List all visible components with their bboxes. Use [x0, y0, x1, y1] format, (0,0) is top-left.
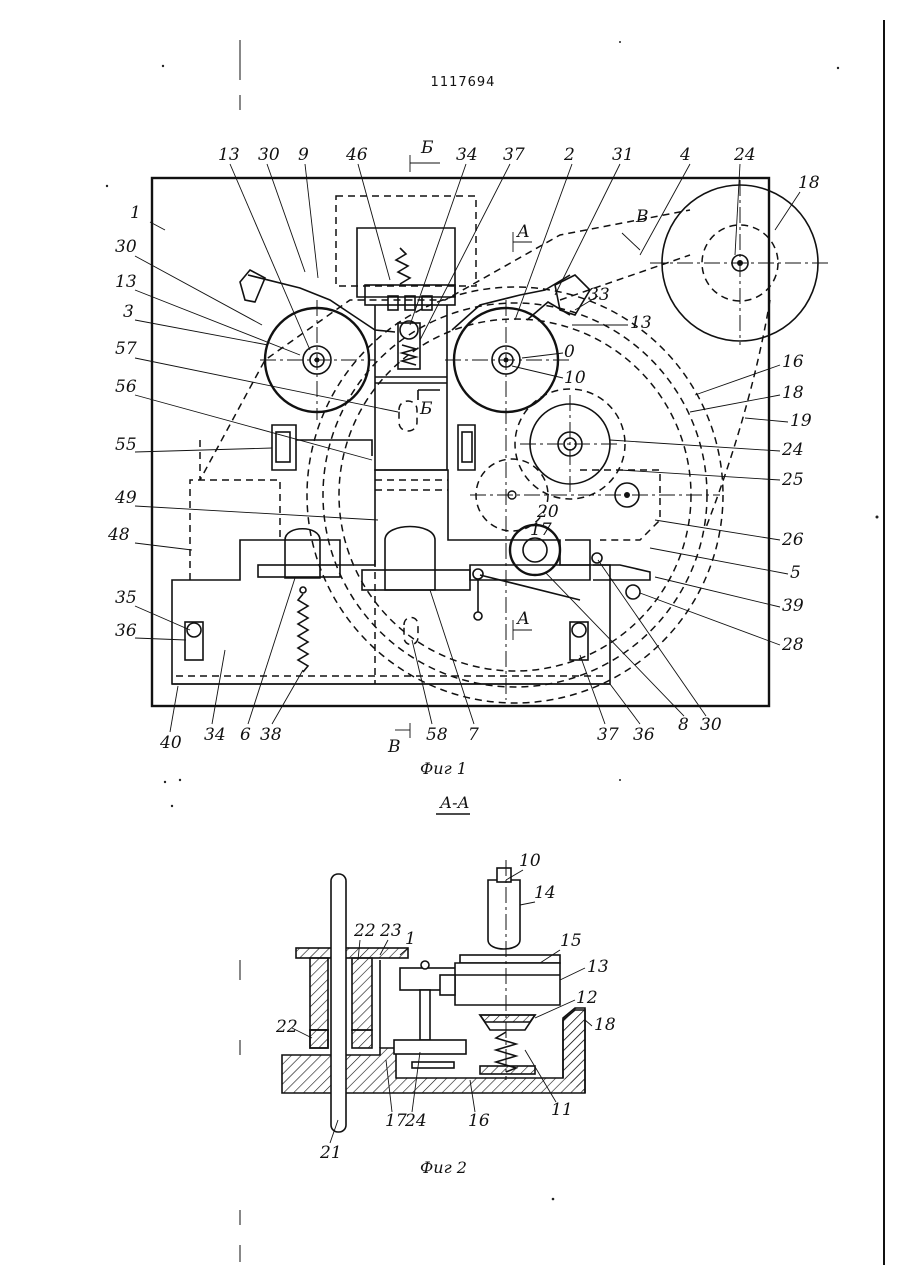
section-mark-a-bottom: А: [516, 609, 530, 629]
callout: 2: [563, 145, 575, 165]
fig1-view: Б: [152, 155, 830, 738]
callout: 13: [630, 313, 652, 333]
callout: 37: [503, 145, 525, 165]
callout: 24: [781, 440, 804, 460]
callout: 35: [115, 588, 137, 608]
callout: 30: [700, 715, 722, 735]
callout: 21: [319, 1143, 342, 1163]
shaft-21: [331, 874, 346, 1132]
callout: 37: [597, 725, 619, 745]
callout: 0: [564, 342, 575, 362]
callout: 14: [534, 883, 556, 903]
callout: 55: [115, 435, 137, 455]
callout: 23: [379, 921, 402, 941]
callout: 10: [519, 851, 541, 871]
callout: 17: [530, 520, 552, 540]
callout: 25: [781, 470, 804, 490]
fig2-section-title: А-А: [439, 793, 470, 812]
callout: 5: [790, 563, 801, 583]
callout: 19: [790, 411, 812, 431]
fig1-leaders: [135, 164, 800, 732]
callout: 9: [298, 145, 309, 165]
callout: 13: [115, 272, 137, 292]
callout: 48: [107, 525, 130, 545]
callout: 40: [159, 733, 182, 753]
callout: 24: [404, 1111, 427, 1131]
section-mark-b-top: Б: [420, 138, 434, 158]
callout: 1: [405, 929, 416, 949]
callout: 18: [782, 383, 804, 403]
callout: 57: [115, 339, 137, 359]
callout: 11: [551, 1100, 573, 1120]
callout: 10: [564, 368, 586, 388]
callout: 4: [679, 145, 691, 165]
callout: 7: [468, 725, 479, 745]
callout: 46: [345, 145, 368, 165]
callout: 34: [204, 725, 226, 745]
callout: 28: [781, 635, 804, 655]
fig2-caption: Фиг 2: [420, 1158, 467, 1177]
callout: 33: [588, 285, 610, 305]
callout: 36: [115, 621, 137, 641]
callout: 15: [560, 931, 582, 951]
callout: 6: [240, 725, 251, 745]
callout: 24: [733, 145, 756, 165]
callout: 22: [275, 1017, 298, 1037]
callout: 39: [782, 596, 804, 616]
callout: 20: [536, 502, 559, 522]
callout: 22: [353, 921, 376, 941]
callout: 18: [594, 1015, 616, 1035]
callout: 16: [782, 352, 804, 372]
callout: 8: [678, 715, 689, 735]
callout: 56: [115, 377, 137, 397]
callout: 58: [426, 725, 448, 745]
callout: 16: [468, 1111, 490, 1131]
callout: 13: [587, 957, 609, 977]
patent-number: 1117694: [431, 75, 496, 90]
base-plate: [152, 178, 769, 706]
callout: 49: [114, 488, 137, 508]
callout: 36: [633, 725, 655, 745]
callout: 3: [123, 302, 134, 322]
callout: 30: [115, 237, 137, 257]
callout: 38: [260, 725, 282, 745]
callout: 17: [385, 1111, 407, 1131]
callout: 26: [781, 530, 804, 550]
section-mark-v-top: В: [635, 207, 649, 227]
fig1-callouts: Б А А В В 13 30 9 46 34 37 2 31 4 24 18 …: [107, 138, 820, 757]
callout: 30: [258, 145, 280, 165]
section-mark-b-mid: Б: [419, 399, 433, 419]
section-mark-v-bottom: В: [387, 737, 401, 757]
fig1-caption: Фиг 1: [420, 759, 467, 778]
callout: 13: [218, 145, 240, 165]
callout: 18: [798, 173, 820, 193]
motor-7: [385, 527, 435, 591]
callout: 12: [576, 988, 598, 1008]
section-mark-a-top: А: [516, 222, 530, 242]
callout: 1: [130, 203, 141, 223]
capstan-motor: [488, 880, 520, 949]
callout: 31: [612, 145, 634, 165]
callout: 34: [456, 145, 478, 165]
